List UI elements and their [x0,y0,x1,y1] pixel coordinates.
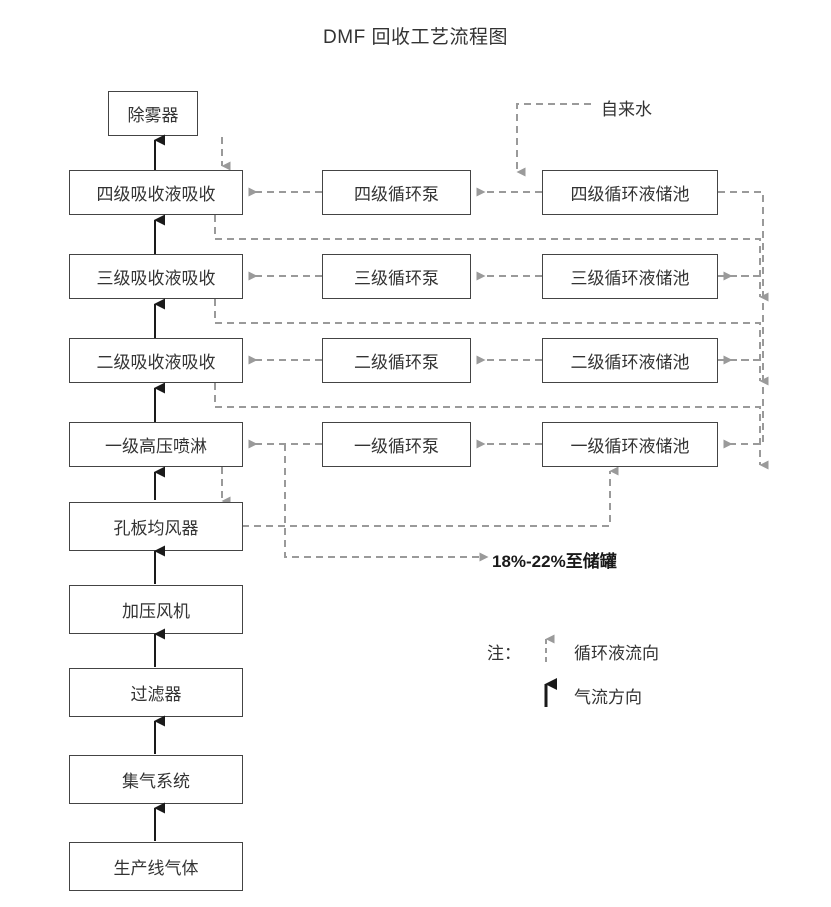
node-pump3[interactable]: 三级循环泵 [322,254,471,299]
legend: 注： 循环液流向 气流方向 [487,630,717,710]
node-orifice-distributor[interactable]: 孔板均风器 [69,502,243,551]
page-title: DMF 回收工艺流程图 [323,27,508,48]
node-stage1-spray[interactable]: 一级高压喷淋 [69,422,243,467]
node-production-line-gas[interactable]: 生产线气体 [69,842,243,891]
node-pump2[interactable]: 二级循环泵 [322,338,471,383]
node-demister[interactable]: 除雾器 [108,91,198,136]
node-label: 孔板均风器 [113,519,199,538]
node-label: 四级循环液储池 [570,185,690,204]
legend-liquid-flow-label: 循环液流向 [574,644,659,663]
node-label: 过滤器 [130,685,182,704]
node-label: 生产线气体 [113,859,199,878]
node-label: 三级吸收液吸收 [96,269,216,288]
node-tank2[interactable]: 二级循环液储池 [542,338,718,383]
node-label: 三级循环液储池 [570,269,690,288]
conn-stage2-drain-to-tank1 [214,383,769,470]
conn-water-to-tank4 [516,103,591,177]
node-tank3[interactable]: 三级循环液储池 [542,254,718,299]
node-label: 二级吸收液吸收 [96,353,216,372]
node-label: 三级循环泵 [354,269,439,288]
conn-stage3-drain-to-tank2 [214,299,769,386]
conn-bleed-to-storage [284,444,489,562]
node-label: 一级高压喷淋 [105,437,207,456]
legend-gas-flow-label: 气流方向 [574,688,642,707]
node-pressure-fan[interactable]: 加压风机 [69,585,243,634]
legend-note-label: 注： [487,644,521,663]
node-pump1[interactable]: 一级循环泵 [322,422,471,467]
node-label: 四级吸收液吸收 [96,185,216,204]
conn-tank2-overflow-tank1 [718,359,764,449]
node-label: 集气系统 [122,772,190,791]
node-filter[interactable]: 过滤器 [69,668,243,717]
label-water-supply: 自来水 [601,100,652,119]
node-label: 一级循环液储池 [570,437,690,456]
legend-icons [544,634,557,707]
node-label: 四级循环泵 [354,185,439,204]
node-tank1[interactable]: 一级循环液储池 [542,422,718,467]
conn-orifice-to-tank1 [242,466,619,527]
node-tank4[interactable]: 四级循环液储池 [542,170,718,215]
node-label: 除雾器 [127,106,179,125]
node-label: 二级循环泵 [354,353,439,372]
node-label: 加压风机 [122,602,190,621]
label-to-storage: 18%-22%至储罐 [492,552,617,571]
node-label: 二级循环液储池 [570,353,690,372]
node-pump4[interactable]: 四级循环泵 [322,170,471,215]
conn-stage4-drain-to-tank3 [214,215,769,302]
node-label: 一级循环泵 [354,437,439,456]
node-stage4-absorb[interactable]: 四级吸收液吸收 [69,170,243,215]
node-gas-collection[interactable]: 集气系统 [69,755,243,804]
